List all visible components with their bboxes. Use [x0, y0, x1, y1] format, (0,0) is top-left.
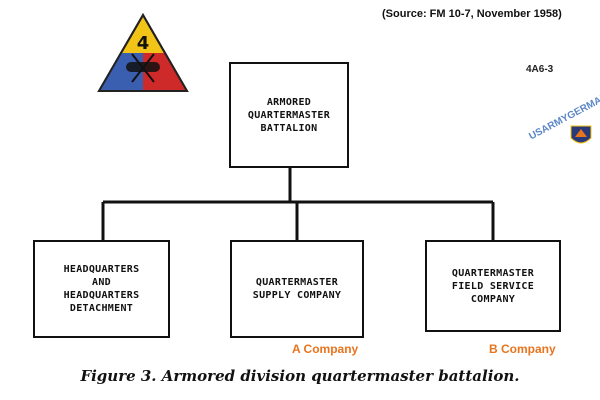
- qm-field-service-company-box: QUARTERMASTER FIELD SERVICE COMPANY: [425, 240, 561, 332]
- army-logo-icon: [570, 125, 592, 144]
- b-company-label: B Company: [489, 342, 556, 356]
- figure-code: 4A6-3: [526, 64, 554, 75]
- figure-caption: Figure 3. Armored division quartermaster…: [80, 367, 520, 385]
- source-note: (Source: FM 10-7, November 1958): [382, 8, 562, 20]
- hq-detachment-label: HEADQUARTERS AND HEADQUARTERS DETACHMENT: [63, 264, 140, 314]
- usarmygermany-watermark: USARMYGERMANY.COM: [527, 77, 600, 150]
- a-company-label: A Company: [292, 342, 359, 356]
- hq-detachment-box: HEADQUARTERS AND HEADQUARTERS DETACHMENT: [33, 240, 170, 338]
- armored-qm-battalion-label: ARMORED QUARTERMASTER BATTALION: [247, 96, 331, 134]
- qm-supply-company-box: QUARTERMASTER SUPPLY COMPANY: [230, 240, 364, 338]
- armored-division-patch-icon: 4: [97, 13, 189, 92]
- qm-field-service-company-label: QUARTERMASTER FIELD SERVICE COMPANY: [451, 267, 535, 305]
- qm-supply-company-label: QUARTERMASTER SUPPLY COMPANY: [252, 277, 342, 301]
- armored-qm-battalion-box: ARMORED QUARTERMASTER BATTALION: [229, 62, 349, 168]
- badge-numeral: 4: [137, 33, 150, 54]
